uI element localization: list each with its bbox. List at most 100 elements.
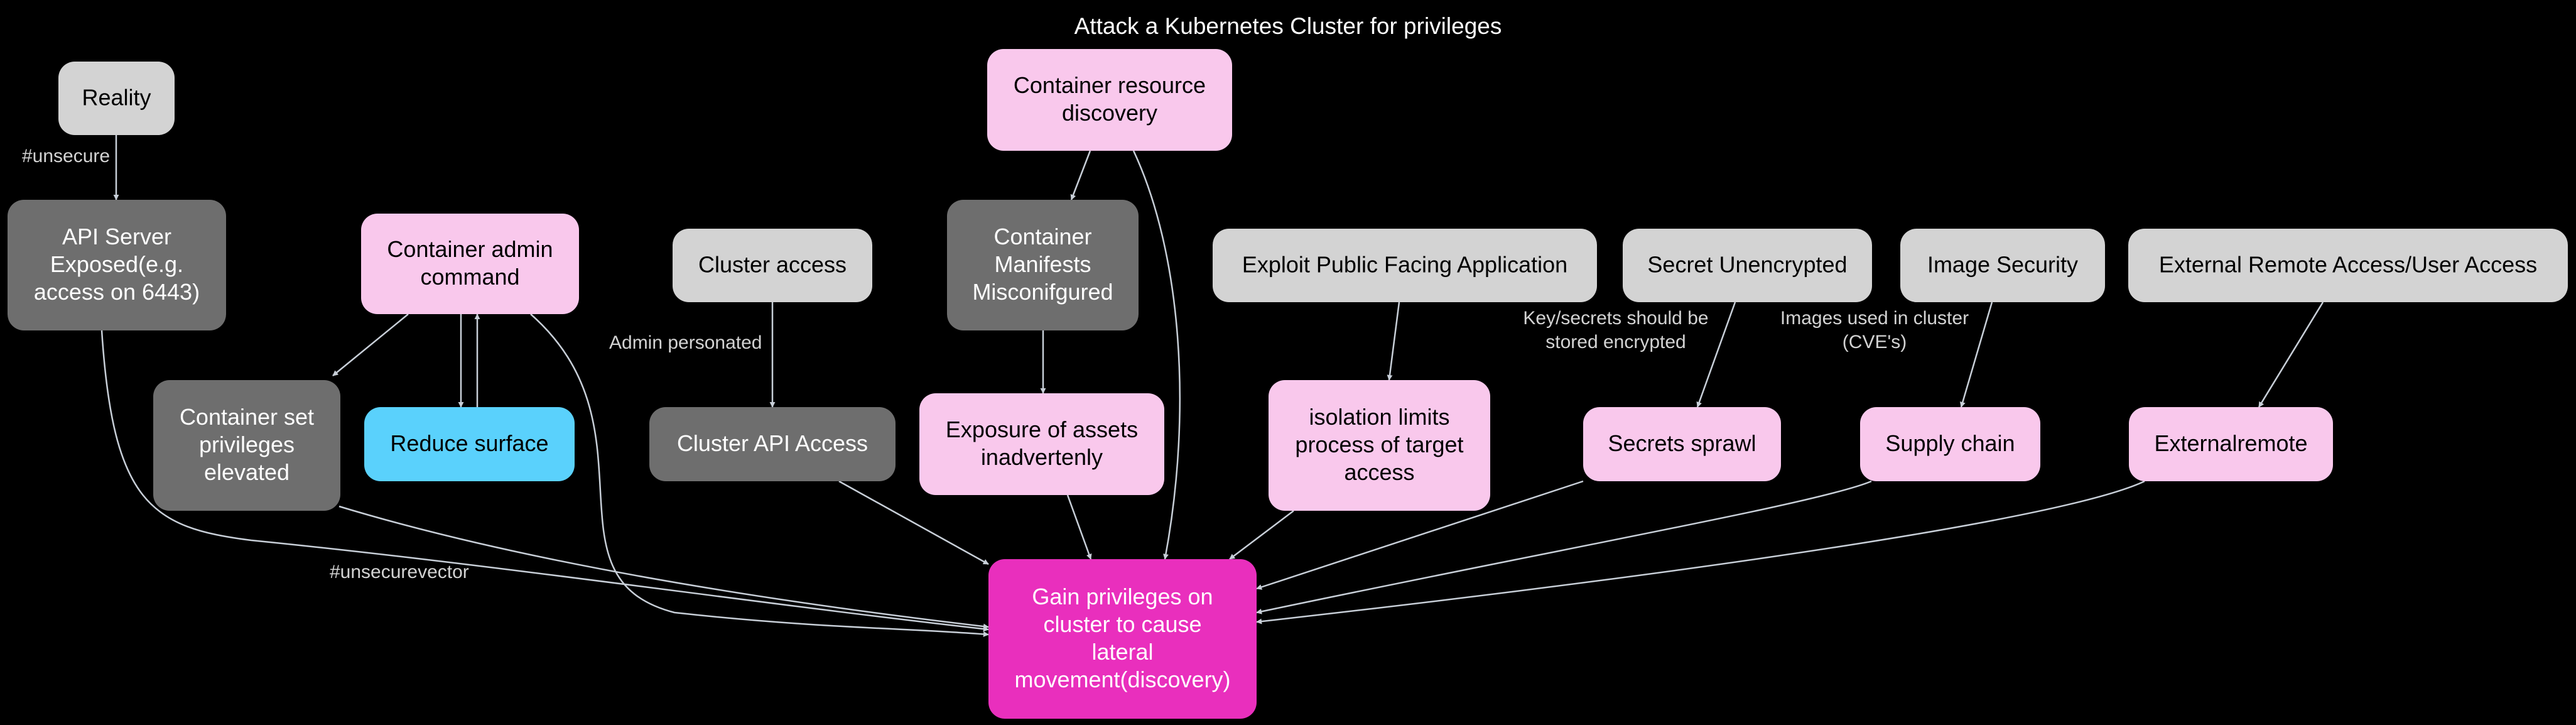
- node-label-line: lateral: [1091, 639, 1153, 665]
- node-label-line: Reality: [82, 85, 151, 111]
- node-label: Cluster access: [698, 252, 847, 278]
- node-label: Externalremote: [2154, 430, 2307, 456]
- edge-labels-layer: #unsecure #unsecurevector Admin personated…: [22, 146, 1969, 582]
- node-reality: Reality: [58, 62, 175, 135]
- node-label: Supply chain: [1885, 430, 2015, 456]
- node-label-line: Container resource: [1014, 72, 1206, 98]
- edge-externalremote-to-gain-privileges: [1256, 480, 2145, 624]
- node-label-line: inadvertenly: [981, 444, 1103, 470]
- node-label: Image Security: [1927, 252, 2078, 278]
- node-reduce-surface: Reduce surface: [364, 407, 575, 481]
- node-label-line: process of target: [1295, 432, 1463, 457]
- edge-container-set-priv-to-gain-privileges: [338, 505, 989, 630]
- node-label-line: command: [420, 264, 519, 290]
- node-label: External Remote Access/User Access: [2159, 252, 2537, 278]
- node-box: [58, 62, 175, 135]
- node-label-line: Secret Unencrypted: [1647, 252, 1847, 278]
- node-box: [361, 214, 579, 314]
- node-label-line: access on 6443): [34, 279, 200, 305]
- diagram-title: Attack a Kubernetes Cluster for privileg…: [1074, 13, 1502, 39]
- node-label: Secret Unencrypted: [1647, 252, 1847, 278]
- node-label-line: Image Security: [1927, 252, 2078, 278]
- node-label-line: Container admin: [387, 236, 553, 262]
- edge-external-remote-access-to-externalremote: [2258, 302, 2324, 408]
- node-label-line: Cluster access: [698, 252, 847, 278]
- edge-exposure-assets-to-gain-privileges: [1066, 494, 1092, 560]
- node-label-line: isolation limits: [1309, 404, 1449, 430]
- edge-container-resource-to-gain-privileges: [1132, 150, 1181, 560]
- node-label: Cluster API Access: [677, 430, 868, 456]
- node-box: [8, 200, 226, 330]
- edge-container-admin-to-container-set-priv: [332, 313, 409, 376]
- edge-label: #unsecurevector: [330, 562, 469, 582]
- node-secrets-sprawl: Secrets sprawl: [1583, 407, 1781, 481]
- node-label-line: privileges: [199, 432, 295, 457]
- node-external-remote-access: External Remote Access/User Access: [2128, 229, 2568, 302]
- node-exploit-public: Exploit Public Facing Application: [1213, 229, 1597, 302]
- node-box: [649, 407, 896, 481]
- edge-label: Admin personated: [609, 332, 762, 353]
- edge-label: Images used in cluster(CVE's): [1780, 308, 1969, 352]
- node-label-line: Secrets sprawl: [1608, 430, 1756, 456]
- node-box: [364, 407, 575, 481]
- node-label: Reality: [82, 85, 151, 111]
- node-label-line: Externalremote: [2154, 430, 2307, 456]
- node-label-line: Supply chain: [1885, 430, 2015, 456]
- node-box: [2129, 407, 2333, 481]
- node-cluster-api: Cluster API Access: [649, 407, 896, 481]
- node-image-security: Image Security: [1900, 229, 2105, 302]
- node-box: [987, 49, 1232, 151]
- node-label-line: Exposure of assets: [946, 417, 1138, 442]
- node-label: Secrets sprawl: [1608, 430, 1756, 456]
- node-box: [988, 559, 1257, 719]
- node-label-line: access: [1344, 459, 1414, 485]
- edge-isolation-limits-to-gain-privileges: [1229, 510, 1294, 560]
- node-label-line: Manifests: [994, 251, 1091, 277]
- node-secret-unencrypted: Secret Unencrypted: [1623, 229, 1872, 302]
- node-label-line: discovery: [1062, 100, 1157, 126]
- edge-api-server-to-gain-privileges: [100, 330, 989, 632]
- edges-layer: [100, 135, 2324, 637]
- node-label-line: Exposed(e.g.: [50, 251, 183, 277]
- node-box: [2128, 229, 2568, 302]
- node-label: Reduce surface: [390, 430, 548, 456]
- node-supply-chain: Supply chain: [1860, 407, 2040, 481]
- node-box: [1583, 407, 1781, 481]
- node-label-line: API Server: [62, 224, 171, 249]
- node-box: [1623, 229, 1872, 302]
- node-box: [673, 229, 872, 302]
- edge-container-resource-to-container-manifests: [1070, 150, 1091, 200]
- edge-cluster-api-to-gain-privileges: [838, 480, 989, 565]
- node-box: [1860, 407, 2040, 481]
- node-label: Exploit Public Facing Application: [1242, 252, 1567, 278]
- edge-label: #unsecure: [22, 146, 110, 166]
- node-box: [153, 380, 340, 511]
- node-externalremote: Externalremote: [2129, 407, 2333, 481]
- node-label-line: elevated: [204, 459, 290, 485]
- edge-supply-chain-to-gain-privileges: [1256, 480, 1872, 614]
- node-cluster-access: Cluster access: [673, 229, 872, 302]
- node-label-line: Cluster API Access: [677, 430, 868, 456]
- node-box: [947, 200, 1139, 330]
- node-label-line: Reduce surface: [390, 430, 548, 456]
- node-label-line: External Remote Access/User Access: [2159, 252, 2537, 278]
